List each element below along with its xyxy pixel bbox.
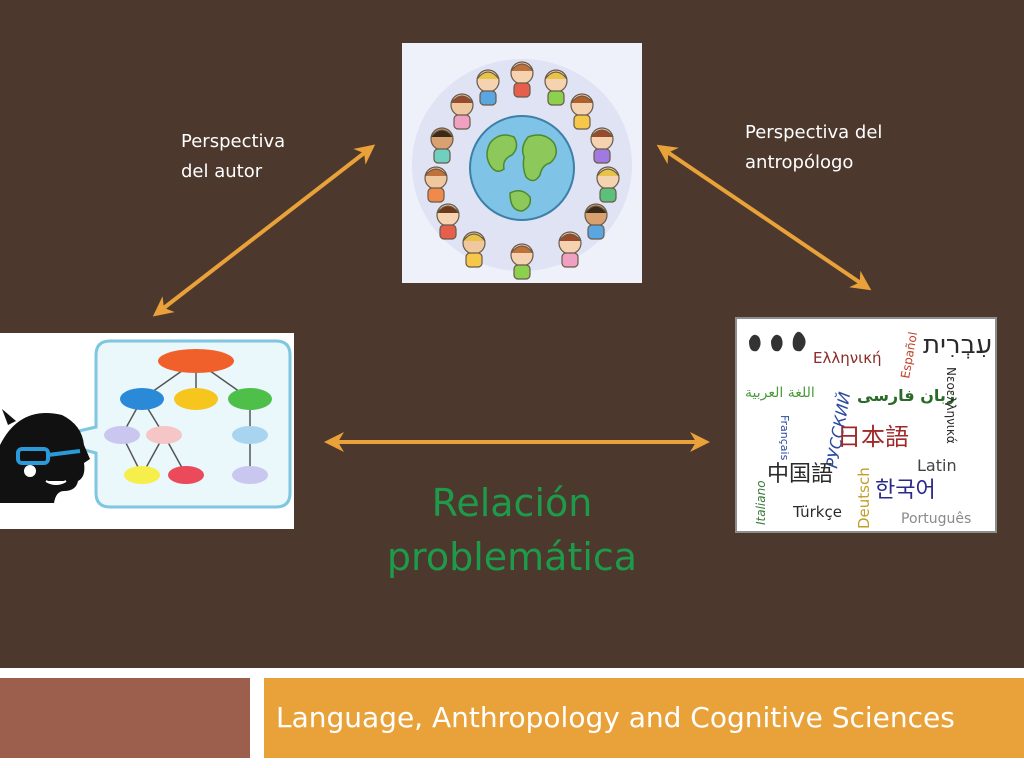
word-greek: Ελληνική bbox=[813, 349, 882, 367]
word-italiano: Italiano bbox=[754, 480, 768, 525]
word-chinese: 中国語 bbox=[767, 462, 833, 487]
word-portugues: Português bbox=[901, 511, 971, 527]
word-hebrew: עִבְרִית bbox=[923, 330, 992, 360]
children-ring bbox=[424, 61, 620, 280]
footer-right-block bbox=[264, 678, 1024, 758]
word-korean: 한국어 bbox=[875, 478, 936, 503]
author-perspective-line-2: del autor bbox=[181, 161, 263, 182]
cognition-illustration bbox=[0, 333, 294, 529]
sign-language-hands-icon bbox=[749, 331, 806, 352]
language-word-cloud-icon: Ελληνική Español עִבְרִית اللغة العربية … bbox=[735, 317, 997, 533]
relation-line-2: problemática bbox=[386, 535, 638, 579]
footer-title: Language, Anthropology and Cognitive Sci… bbox=[276, 701, 955, 734]
arrow-world-languages bbox=[656, 144, 872, 291]
relation-line-1: Relación bbox=[431, 481, 593, 525]
word-deutsch: Deutsch bbox=[855, 467, 873, 529]
word-francais: Français bbox=[778, 415, 791, 461]
anthropologist-perspective-label: Perspectiva del antropólogo bbox=[745, 118, 882, 178]
footer-left-block bbox=[0, 678, 250, 758]
language-word-cloud: Ελληνική Español עִבְרִית اللغة العربية … bbox=[737, 319, 995, 531]
arrow-author-world bbox=[152, 144, 376, 317]
children-around-globe-icon bbox=[402, 43, 642, 283]
globe-illustration bbox=[402, 43, 642, 283]
author-perspective-line-1: Perspectiva bbox=[181, 131, 286, 152]
author-perspective-label: Perspectiva del autor bbox=[181, 127, 285, 187]
word-neoellinika: Νεοελληνικά bbox=[944, 367, 958, 444]
relation-title: Relación problemática bbox=[330, 476, 694, 584]
word-arabic: اللغة العربية bbox=[745, 385, 815, 401]
anthropologist-perspective-line-2: antropólogo bbox=[745, 152, 854, 173]
word-turkce: Türkçe bbox=[792, 503, 842, 521]
head-with-thought-diagram-icon bbox=[0, 333, 294, 529]
word-farsi: زبان فارسی bbox=[857, 386, 955, 405]
word-latin: Latin bbox=[917, 456, 957, 475]
anthropologist-perspective-line-1: Perspectiva del bbox=[745, 122, 883, 143]
word-japanese: 日本語 bbox=[837, 423, 909, 451]
